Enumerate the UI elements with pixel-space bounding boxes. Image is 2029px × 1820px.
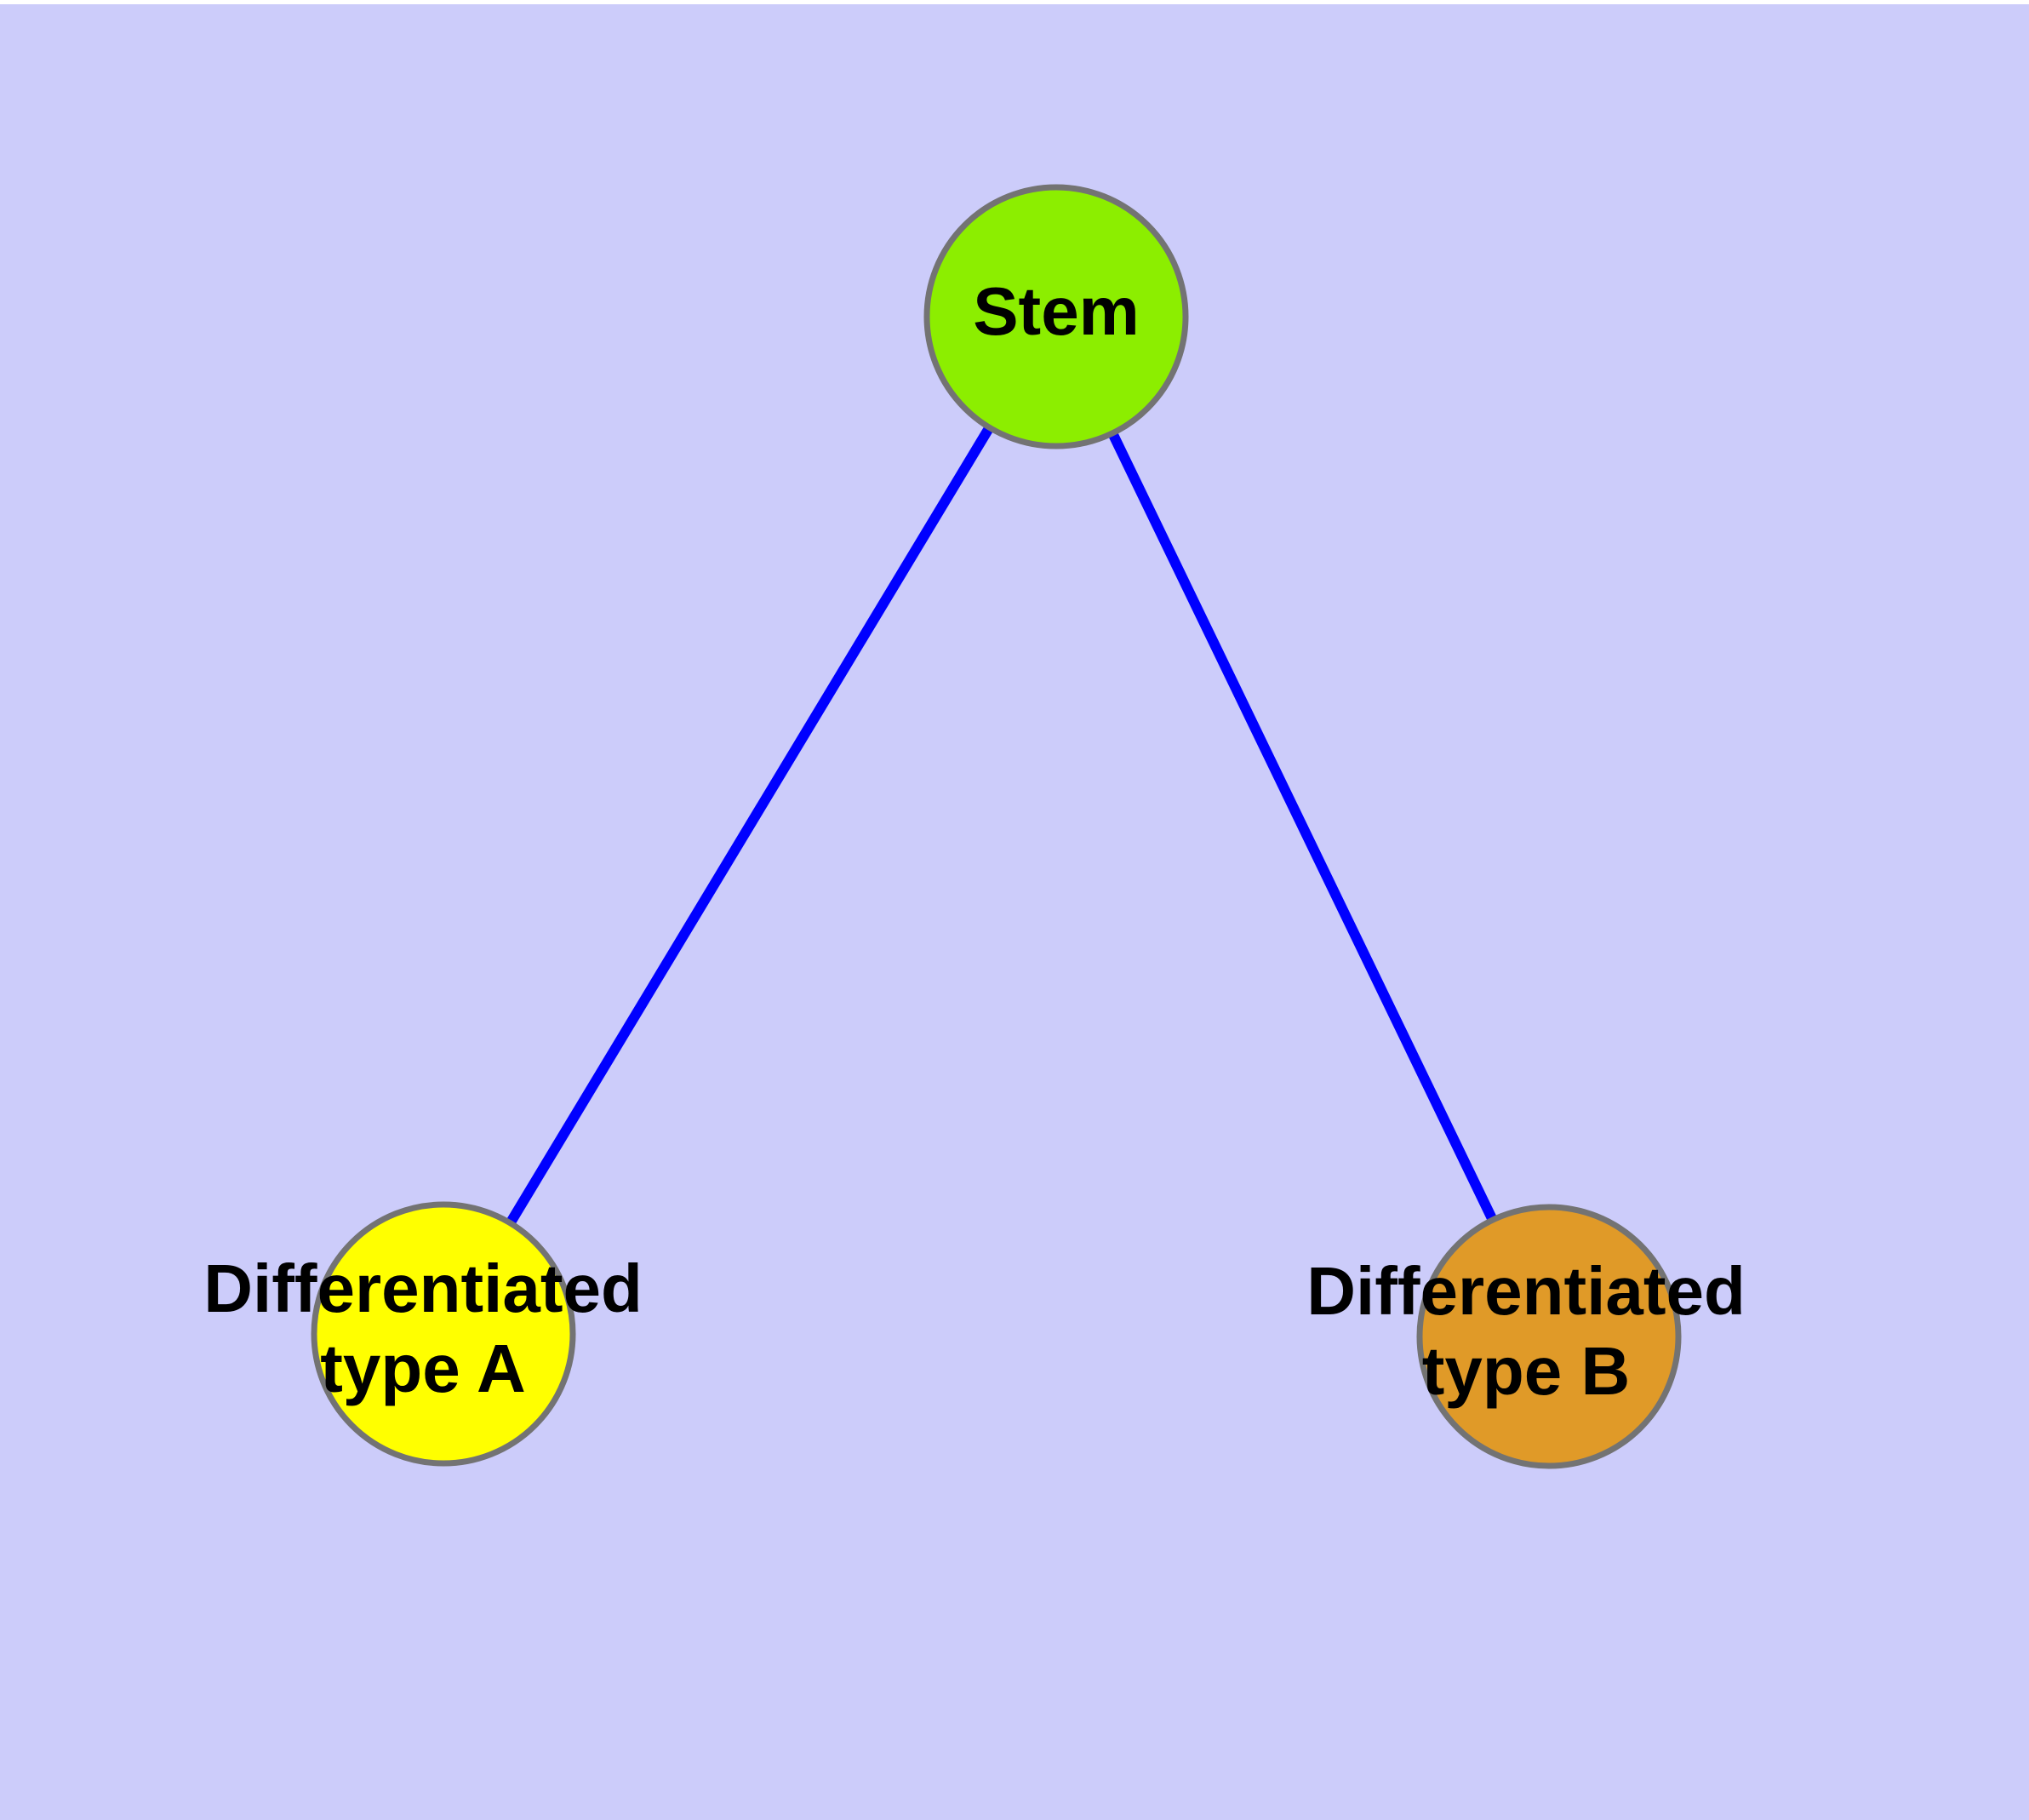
edge-layer <box>438 313 1554 1339</box>
node-circle-diff-a[interactable] <box>311 1201 576 1467</box>
node-label-line: type A <box>320 1331 526 1406</box>
node-circle-diff-b[interactable] <box>1416 1204 1682 1469</box>
node-stem[interactable] <box>923 184 1189 449</box>
node-layer <box>311 184 1682 1469</box>
node-label-line: Differentiated <box>1306 1253 1746 1329</box>
node-diff-b[interactable] <box>1416 1204 1682 1469</box>
node-label-line: type B <box>1422 1333 1631 1409</box>
node-label-stem: Stem <box>973 273 1140 349</box>
node-label-line: Differentiated <box>203 1251 643 1326</box>
node-label-line: Stem <box>973 273 1140 349</box>
edge-stem-to-diff-a[interactable] <box>438 313 1061 1337</box>
edge-stem-to-diff-b[interactable] <box>1051 314 1554 1339</box>
node-circle-stem[interactable] <box>923 184 1189 449</box>
node-diff-a[interactable] <box>311 1201 576 1467</box>
